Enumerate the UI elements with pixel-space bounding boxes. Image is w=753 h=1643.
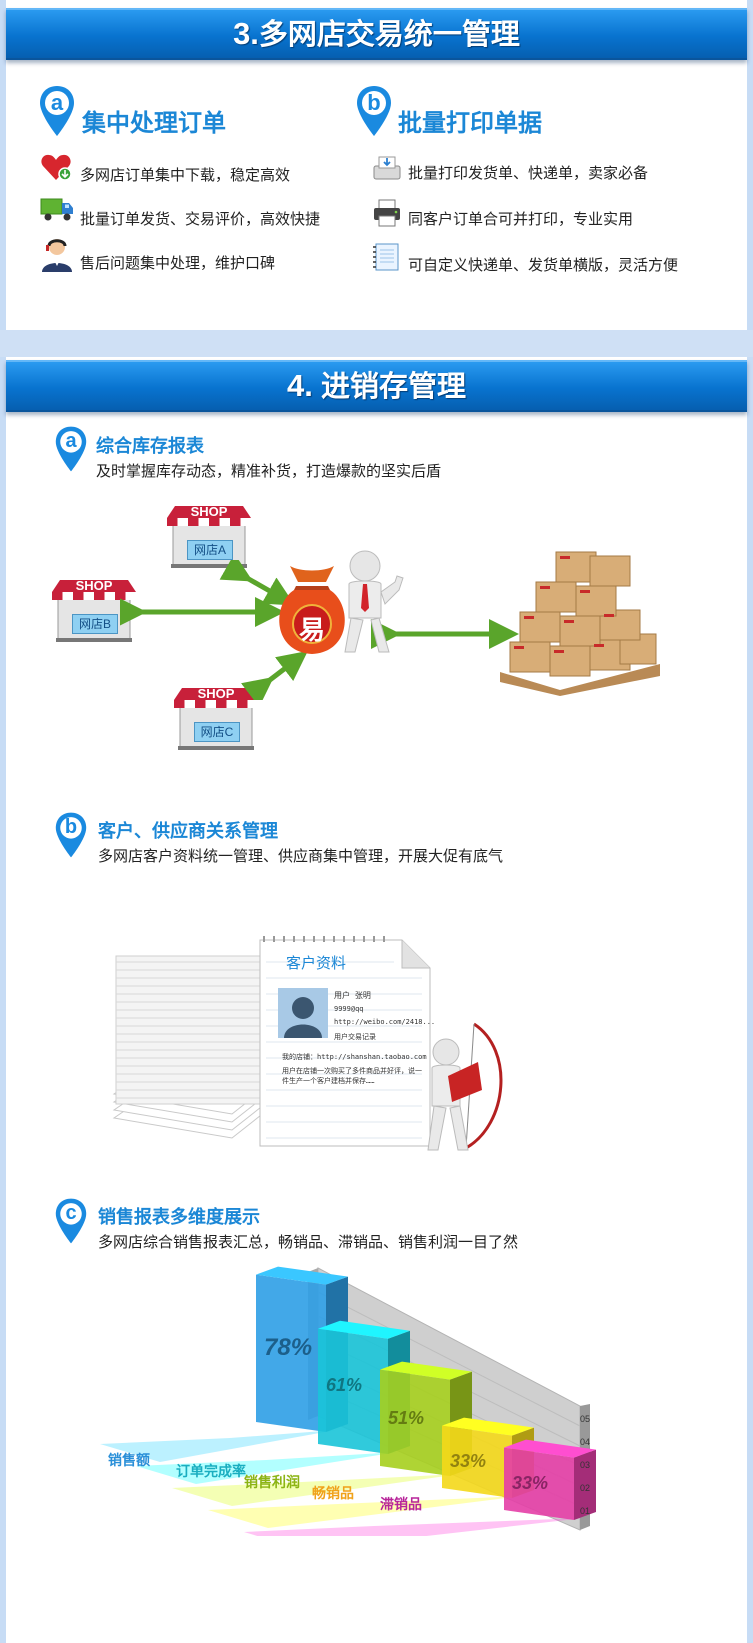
chart-bar-0 — [256, 1274, 326, 1432]
arrow-shop-a — [219, 560, 296, 606]
feature-b-1: 批量打印发货单、快递单，卖家必备 — [408, 165, 649, 182]
chart-bar-4 — [504, 1447, 574, 1520]
chart-data-label-4: 33% — [512, 1472, 549, 1493]
chart-data-label-3: 33% — [450, 1450, 487, 1471]
chart-bar-side-4 — [574, 1449, 596, 1520]
chart-category-label-0: 销售额 — [108, 1452, 150, 1468]
section-4c-title: 销售报表多维度展示 — [98, 1207, 260, 1227]
customer-service-icon — [42, 239, 72, 272]
chart-tick-label-3: 04 — [580, 1437, 591, 1447]
chart-bar-2 — [380, 1369, 450, 1476]
chart-floor — [100, 1430, 584, 1536]
feature-a-1: 多网店订单集中下载，稳定高效 — [80, 167, 291, 184]
printer-icon — [374, 199, 400, 227]
shop-a-sign: SHOP — [190, 504, 228, 519]
col-b-title: 批量打印单据 — [398, 110, 542, 137]
chart-floor-strip-1 — [136, 1452, 398, 1484]
shop-c: SHOP 网店C — [174, 686, 258, 752]
paper-stack-icon — [112, 955, 272, 1139]
badge-4b-pin-icon — [55, 812, 87, 858]
print-download-icon — [373, 156, 401, 180]
shop-b-sign: SHOP — [75, 578, 113, 593]
customer-text-1: 用户在店铺一次购买了多件商品并好评，说一 — [282, 1067, 422, 1075]
badge-4a-pin-icon — [55, 426, 87, 472]
section-4c-desc: 多网店综合销售报表汇总，畅销品、滞销品、销售利润一目了然 — [98, 1234, 519, 1251]
chart-floor-strip-2 — [172, 1474, 460, 1506]
chart-bars — [256, 1266, 596, 1520]
chart-tick-label-0: 01 — [580, 1506, 591, 1516]
section-4-number: 4. — [287, 368, 313, 403]
badge-4c-pin-icon — [55, 1198, 87, 1244]
section-4a-title: 综合库存报表 — [96, 436, 204, 456]
warehouse-boxes-icon — [500, 551, 660, 696]
chart-bar-1 — [318, 1328, 388, 1454]
money-bag-icon — [279, 566, 345, 654]
arrow-shop-c — [240, 650, 308, 700]
chart-data-label-0: 78% — [264, 1333, 313, 1361]
feature-a-2: 批量订单发货、交易评价，高效快捷 — [80, 211, 321, 228]
shop-b-label: 网店B — [72, 614, 118, 634]
badge-a-pin-icon — [40, 86, 74, 136]
heart-download-icon — [41, 154, 72, 181]
sales-chart — [100, 1266, 596, 1536]
chart-category-label-2: 销售利润 — [244, 1474, 300, 1490]
chart-floor-strip-0 — [100, 1430, 336, 1462]
chart-floor-strip-4 — [244, 1518, 584, 1536]
badge-4a-letter: a — [65, 430, 77, 452]
chart-bar-top-0 — [256, 1266, 348, 1285]
feature-b-2: 同客户订单合可并打印，专业实用 — [408, 211, 634, 228]
customer-text-2: 件生产一个客户建档并保存…… — [282, 1077, 375, 1085]
chart-tick-label-4: 05 — [580, 1414, 591, 1424]
archer-figure-icon — [427, 1022, 503, 1151]
section-4b-title: 客户、供应商关系管理 — [98, 821, 278, 841]
chart-bar-top-3 — [442, 1417, 534, 1436]
truck-icon — [40, 198, 73, 221]
chart-bar-top-4 — [504, 1439, 596, 1458]
badge-4c-letter: c — [65, 1202, 77, 1224]
shop-a-label: 网店A — [187, 540, 233, 560]
thumbs-up-figure-icon — [344, 550, 404, 653]
badge-4b-letter: b — [64, 816, 78, 838]
section-4-banner: 4. 进销存管理 — [6, 360, 747, 412]
feature-a-3: 售后问题集中处理，维护口碑 — [80, 255, 276, 272]
shop-b: SHOP 网店B — [52, 578, 136, 644]
chart-tick-label-2: 03 — [580, 1460, 591, 1470]
chart-bar-3 — [442, 1425, 512, 1498]
section-4-title: 进销存管理 — [320, 371, 466, 403]
section-gap — [0, 330, 753, 357]
hub-char: 易 — [298, 615, 325, 645]
section-3-number: 3. — [233, 16, 259, 51]
customer-weibo: http://weibo.com/2418... — [334, 1018, 436, 1026]
chart-category-label-4: 滞销品 — [380, 1496, 422, 1512]
customer-name: 用户 张明 — [334, 991, 371, 1000]
section-4b-desc: 多网店客户资料统一管理、供应商集中管理，开展大促有底气 — [98, 848, 504, 865]
chart-data-label-1: 61% — [326, 1374, 363, 1395]
shop-c-sign: SHOP — [197, 686, 235, 701]
customer-card-icon — [259, 936, 431, 1147]
chart-tick-label-1: 02 — [580, 1483, 591, 1493]
section-4a-desc: 及时掌握库存动态，精准补货，打造爆款的坚实后盾 — [96, 463, 442, 480]
chart-bar-top-2 — [380, 1361, 472, 1380]
flow-arrows — [120, 560, 519, 700]
chart-category-label-3: 畅销品 — [312, 1485, 354, 1501]
chart-data-label-2: 51% — [388, 1408, 425, 1429]
customer-shop-line: 我的店铺：http://shanshan.taobao.com — [282, 1053, 427, 1061]
customer-card-title: 客户资料 — [286, 955, 347, 972]
badge-b-pin-icon — [357, 86, 391, 136]
shop-a: SHOP 网店A — [167, 504, 251, 570]
col-a-title: 集中处理订单 — [82, 110, 226, 137]
badge-a-letter: a — [50, 90, 64, 115]
chart-floor-strip-3 — [208, 1496, 522, 1528]
notebook-icon — [373, 243, 399, 271]
chart-bar-top-1 — [318, 1320, 410, 1339]
chart-category-label-1: 订单完成率 — [176, 1463, 246, 1479]
customer-note-label: 用户交易记录 — [334, 1033, 376, 1041]
customer-qq: 9999@qq — [334, 1005, 364, 1013]
badge-b-letter: b — [367, 90, 381, 115]
section-3-banner: 3.多网店交易统一管理 — [6, 8, 747, 60]
feature-b-3: 可自定义快递单、发货单横版，灵活方便 — [408, 257, 679, 274]
shop-c-label: 网店C — [194, 722, 240, 742]
section-3-title: 多网店交易统一管理 — [258, 19, 520, 51]
